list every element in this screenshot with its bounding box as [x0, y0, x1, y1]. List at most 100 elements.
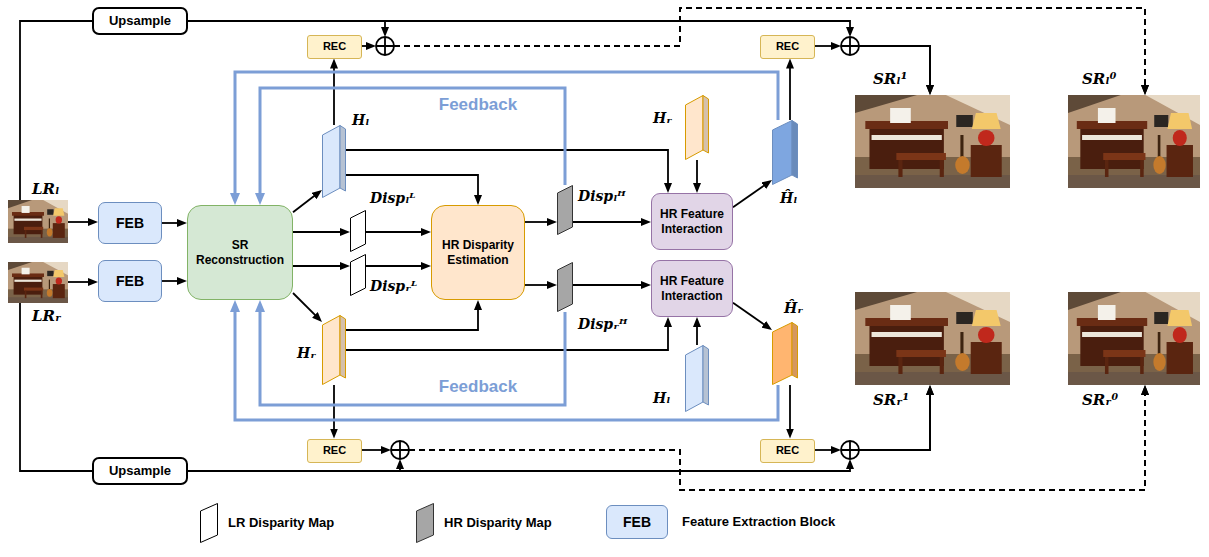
slab-side [340, 316, 346, 379]
connector-path [333, 385, 335, 434]
connector-path [188, 464, 850, 471]
connector-path [188, 21, 385, 32]
hr-disparity-map: Dispₗᴴ [557, 185, 573, 235]
output-image: SRₗ⁰ [1068, 95, 1200, 188]
rec-box: REC [307, 35, 362, 59]
connector-path [859, 390, 930, 450]
slab-face [686, 346, 704, 412]
connector-path [789, 385, 791, 434]
rec-box: REC [760, 439, 815, 463]
upsample-box: Upsample [92, 7, 188, 35]
disparity-face [558, 263, 573, 312]
connector-path [394, 8, 1145, 90]
rec-box: REC [760, 35, 815, 59]
node-label: HR Disparity Estimation [438, 238, 518, 267]
math-label: Hₗ [653, 390, 670, 407]
input-image-shape [8, 200, 68, 243]
connector [366, 232, 426, 233]
input-image-shape [8, 262, 68, 303]
math-label: Hₗ [352, 112, 369, 129]
connector-path [859, 390, 930, 450]
feedback-connector [235, 306, 778, 420]
node-label: REC [323, 444, 346, 457]
output-image-shape [855, 292, 1010, 385]
sum-cross [841, 441, 859, 459]
feedback-label: Feedback [439, 377, 517, 397]
connector [293, 232, 345, 233]
sum-symbol [841, 37, 859, 55]
math-label: SRᵣ¹ [873, 391, 909, 409]
connector-path [573, 221, 646, 223]
room-photo [855, 95, 1010, 188]
connector-path [260, 88, 565, 199]
connector [68, 282, 93, 283]
output-image: SRᵣ⁰ [1068, 292, 1200, 385]
math-label: Dispᵣᴴ [578, 316, 627, 333]
connector [790, 64, 791, 121]
legend-text: Feature Extraction Block [682, 514, 835, 530]
feb-box: FEB [98, 260, 162, 302]
connector-path [366, 231, 426, 233]
math-label: SRᵣ⁰ [1082, 391, 1118, 409]
connector-path [293, 265, 345, 267]
connector-path [789, 64, 791, 121]
legend-sample-label: FEB [623, 514, 651, 531]
math-label: Ĥₗ [780, 190, 797, 207]
connector [162, 281, 182, 282]
math-label: SRₗ¹ [873, 70, 907, 88]
slab-side [703, 346, 709, 406]
connector-path [293, 193, 318, 212]
connector [362, 8, 1145, 90]
connector [293, 193, 318, 212]
slab-face [773, 323, 793, 385]
connector [697, 160, 698, 188]
sum-circle [841, 37, 859, 55]
feature-map-shape [685, 345, 709, 412]
connector [20, 303, 92, 471]
feature-map-shape [322, 315, 346, 385]
disparity-face [351, 211, 366, 252]
connector-path [573, 284, 646, 286]
math-label: LRₗ [32, 180, 59, 198]
connector [815, 390, 930, 450]
sum-circle [841, 441, 859, 459]
room-photo [8, 262, 68, 303]
legend-item: FEBFeature Extraction Block [606, 505, 607, 506]
refined-feature-map-shape [772, 322, 798, 385]
math-label: Ĥᵣ [784, 300, 803, 317]
node-label: Upsample [109, 463, 171, 479]
connector-path [188, 464, 400, 471]
hr-disparity-map-shape [557, 262, 573, 312]
node-label: FEB [116, 273, 144, 290]
math-label: Hᵣ [653, 110, 672, 127]
connector-path [815, 45, 836, 47]
output-image: SRᵣ¹ [855, 292, 1010, 385]
node-label: SR Reconstruction [194, 238, 286, 267]
lr-disparity-map: Dispₗᴸ [350, 210, 366, 252]
connector [162, 223, 182, 224]
feature-map-shape [685, 95, 709, 160]
connector [573, 222, 646, 223]
connector-path [293, 231, 345, 233]
connector-path [362, 449, 386, 451]
sum-circle [376, 37, 394, 55]
hr-disparity-map-shape [557, 185, 573, 235]
node-label: HR Feature Interaction [658, 207, 726, 236]
node-label: FEB [116, 215, 144, 232]
connector-path [525, 221, 552, 223]
sum-symbol [376, 37, 394, 55]
rec-box: REC [307, 439, 362, 463]
feature-map: Hᵣ [685, 95, 709, 160]
node-label: HR Feature Interaction [658, 274, 726, 303]
connector [293, 293, 318, 318]
slab-face [773, 121, 793, 185]
connector [346, 305, 478, 330]
connector-path [235, 306, 778, 420]
connector-path [733, 303, 768, 327]
connector-path [733, 183, 768, 207]
connector-path [68, 281, 93, 283]
slab-face [323, 316, 341, 385]
legend-swatch: FEB [606, 505, 668, 539]
connector-path [366, 265, 426, 267]
